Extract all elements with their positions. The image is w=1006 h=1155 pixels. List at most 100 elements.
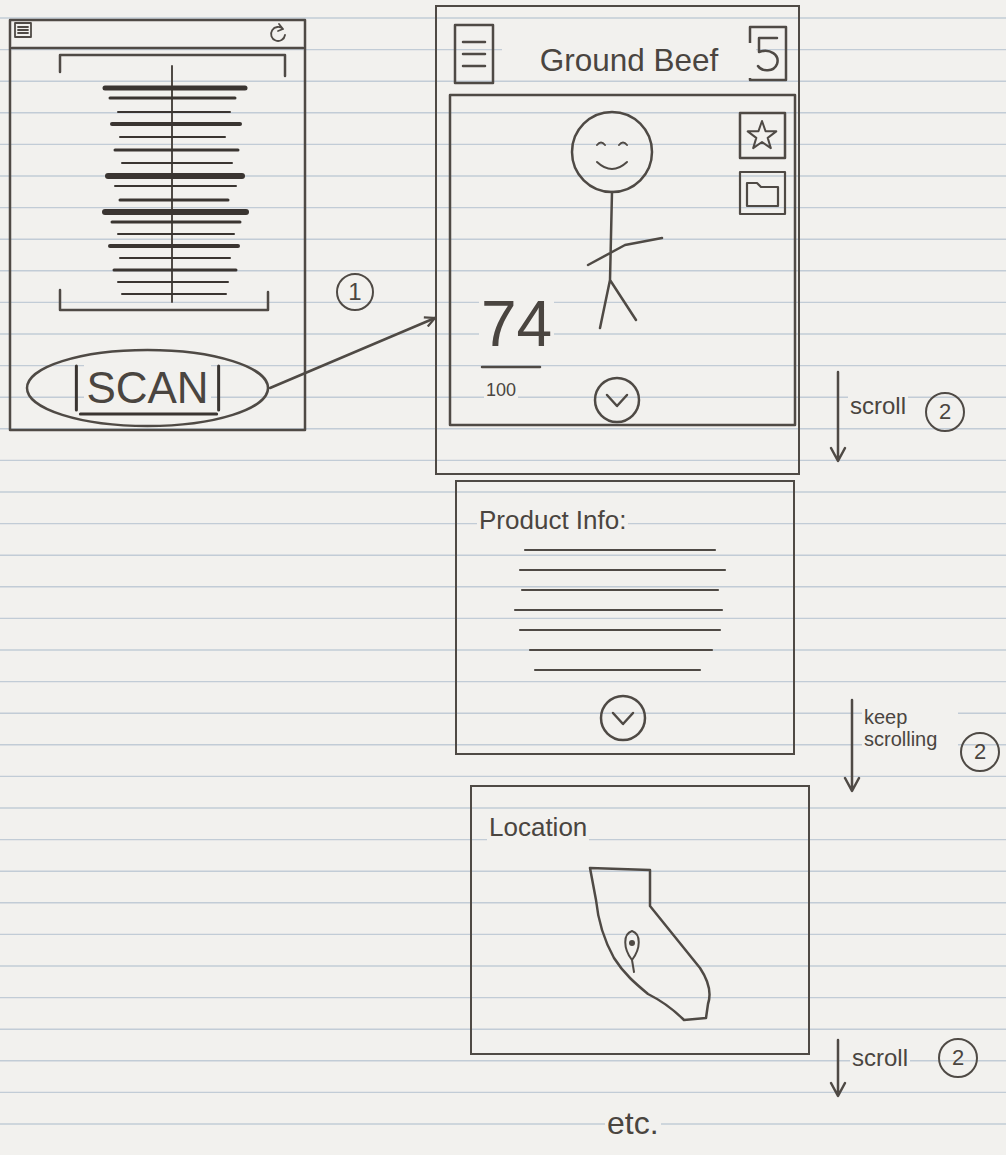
barcode-bar <box>118 111 230 113</box>
scan-button: SCAN <box>25 348 270 428</box>
callout-circle <box>939 1039 977 1077</box>
paper-rule <box>0 175 1006 176</box>
barcode-bar <box>115 149 238 152</box>
barcode-bar <box>120 136 225 138</box>
stick-figure-face <box>597 143 627 170</box>
paper-rule <box>0 807 1006 808</box>
barcode-bar <box>120 257 230 259</box>
text-line <box>520 629 720 631</box>
barcode-bar <box>108 173 242 179</box>
content-frame <box>450 95 795 425</box>
barcode-bar <box>118 281 228 283</box>
barcode-bar <box>118 233 234 235</box>
menu-button <box>455 25 493 83</box>
sketch <box>10 20 999 1096</box>
map-pin-dot <box>629 940 635 946</box>
paper-rule <box>0 681 1006 682</box>
paper-rule <box>0 586 1006 587</box>
scroll-arrow <box>831 1040 845 1096</box>
node-title: Location <box>487 813 589 842</box>
barcode-bar <box>110 244 238 248</box>
paper-rule <box>0 270 1006 271</box>
folder-button <box>740 172 785 214</box>
note-label: scroll <box>850 1045 910 1071</box>
node-title: Product Info: <box>477 506 628 535</box>
callout-number: 2 <box>937 400 953 424</box>
barcode-bar <box>122 162 232 164</box>
product-screen: Ground Beef 74 100 <box>435 5 800 475</box>
text-line <box>525 549 715 551</box>
paper-rule <box>0 491 1006 492</box>
callout-circle <box>926 393 964 431</box>
paper-rule <box>0 744 1006 745</box>
barcode-bar <box>105 86 245 91</box>
barcode-bar <box>115 185 236 187</box>
paper-rule <box>0 80 1006 81</box>
scan-line <box>171 66 173 302</box>
barcode-bar <box>120 199 228 202</box>
barcode-bar <box>105 209 246 215</box>
callout-number: 2 <box>972 740 988 764</box>
barcode-bar <box>112 122 240 126</box>
map-pin <box>625 931 639 972</box>
text-line <box>520 569 725 571</box>
barcode-bar <box>112 221 240 224</box>
paper-rule <box>0 207 1006 208</box>
node-title: SCAN <box>84 364 210 412</box>
flow-arrow <box>270 318 435 388</box>
connectors <box>270 318 435 388</box>
node-text: 100 <box>484 381 518 401</box>
score-fraction-line <box>482 366 540 369</box>
refresh-icon <box>271 24 285 41</box>
expand-chevron <box>595 378 639 422</box>
paper-rule <box>0 618 1006 619</box>
note-label: keep scrolling <box>862 706 958 750</box>
note-label: etc. <box>605 1106 661 1141</box>
paper-rule <box>0 649 1006 650</box>
paper-rule <box>0 1123 1006 1124</box>
paper-rule <box>0 965 1006 966</box>
stick-figure-head <box>572 112 652 192</box>
paper-rule <box>0 713 1006 714</box>
callout-number: 2 <box>950 1046 966 1070</box>
barcode-bar <box>114 269 236 272</box>
scan-bracket <box>60 290 268 310</box>
paper-rule <box>0 934 1006 935</box>
callout-number: 1 <box>346 279 363 305</box>
top-bar-line <box>12 47 303 50</box>
node-text: 74 <box>479 289 554 359</box>
paper-rule <box>0 1028 1006 1029</box>
node-title: Ground Beef <box>502 43 756 78</box>
button-ellipse <box>27 350 268 426</box>
text-line <box>522 589 718 591</box>
paper-rule <box>0 238 1006 239</box>
paper-rules <box>0 18 1006 1124</box>
paper-rule <box>0 17 1006 18</box>
barcode <box>105 88 246 294</box>
barcode-bar <box>122 293 226 295</box>
info-panel: Product Info: <box>455 480 795 755</box>
note-label: scroll <box>848 393 908 419</box>
paper-rule <box>0 776 1006 777</box>
map-panel: Location <box>470 785 810 1055</box>
paper-rule <box>0 144 1006 145</box>
favorite-button <box>740 113 785 158</box>
text-line <box>535 669 700 671</box>
phone-screen <box>10 20 305 430</box>
star-icon <box>748 121 777 148</box>
stick-figure-body <box>588 192 662 328</box>
scroll-arrow <box>845 700 859 791</box>
callout-circle <box>961 733 999 771</box>
callout-circle <box>337 274 373 310</box>
menu-icon <box>15 23 31 37</box>
paper-rule <box>0 112 1006 113</box>
scroll-arrow <box>831 372 845 461</box>
california-map <box>590 868 710 1020</box>
text-line <box>530 649 712 651</box>
text-line <box>515 609 722 611</box>
